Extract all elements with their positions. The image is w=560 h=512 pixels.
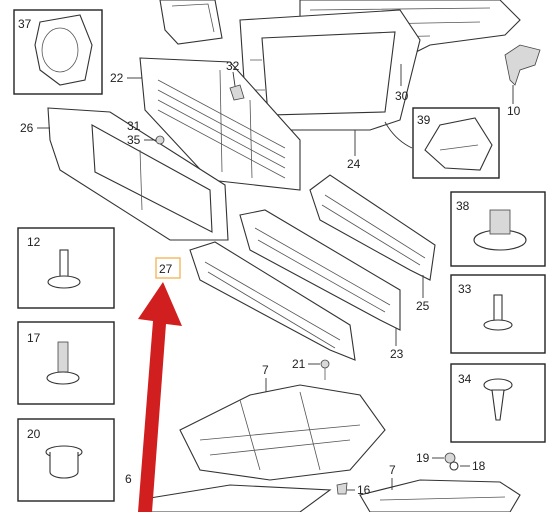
part-10-bracket xyxy=(504,44,541,86)
upper-air-guide-part xyxy=(159,0,223,45)
callout-6: 6 xyxy=(125,472,132,486)
callout-27-highlight xyxy=(155,257,181,279)
callout-23: 23 xyxy=(390,347,404,361)
box-17 xyxy=(17,321,115,405)
callout-25: 25 xyxy=(416,299,430,313)
callout-20: 20 xyxy=(27,427,41,441)
callouts: 37 22 32 30 10 26 31 35 39 24 38 12 27 2… xyxy=(18,17,521,497)
callout-18: 18 xyxy=(472,459,486,473)
part-27-front-spoiler xyxy=(189,241,356,361)
callout-17: 17 xyxy=(27,331,41,345)
part-16-clip xyxy=(336,482,348,495)
callout-30: 30 xyxy=(395,89,409,103)
box-34 xyxy=(450,363,546,443)
box-39 xyxy=(412,107,500,179)
callout-16: 16 xyxy=(357,483,371,497)
box-12 xyxy=(17,227,115,309)
red-pointer-arrow xyxy=(138,282,182,512)
callout-38: 38 xyxy=(456,199,470,213)
callout-24: 24 xyxy=(347,157,361,171)
part-26-lower-frame xyxy=(47,107,229,241)
box-37 xyxy=(13,9,103,95)
callout-12: 12 xyxy=(27,235,41,249)
callout-10: 10 xyxy=(507,104,521,118)
part-24-air-guide-frame xyxy=(239,9,421,131)
part-19-nut xyxy=(444,452,456,464)
part-7-rear-shield xyxy=(359,479,521,512)
callout-37: 37 xyxy=(18,17,32,31)
callout-19: 19 xyxy=(416,451,430,465)
part-35-screw xyxy=(155,135,165,145)
part-25-deflector xyxy=(309,174,436,281)
callout-26: 26 xyxy=(20,121,34,135)
part-21-screw xyxy=(320,359,330,380)
box-20 xyxy=(17,418,115,502)
callout-27: 27 xyxy=(159,262,173,276)
callout-22: 22 xyxy=(110,71,124,85)
callout-39: 39 xyxy=(417,113,431,127)
callout-21: 21 xyxy=(292,357,306,371)
box-38 xyxy=(450,191,546,267)
callout-32: 32 xyxy=(226,59,240,73)
part-18-washer xyxy=(449,461,459,471)
part-32-clip xyxy=(229,84,245,101)
part-22-grille-shutter xyxy=(139,57,301,191)
callout-35: 35 xyxy=(127,133,141,147)
callout-31: 31 xyxy=(127,119,141,133)
callout-34: 34 xyxy=(458,372,472,386)
leader-arrow-39 xyxy=(384,121,413,149)
part-23-lower-deflector xyxy=(239,209,401,331)
callout-7b: 7 xyxy=(389,463,396,477)
callout-7a: 7 xyxy=(262,363,269,377)
callout-33: 33 xyxy=(458,282,472,296)
part-7-underbody-shield xyxy=(139,384,386,512)
box-33 xyxy=(450,274,546,354)
